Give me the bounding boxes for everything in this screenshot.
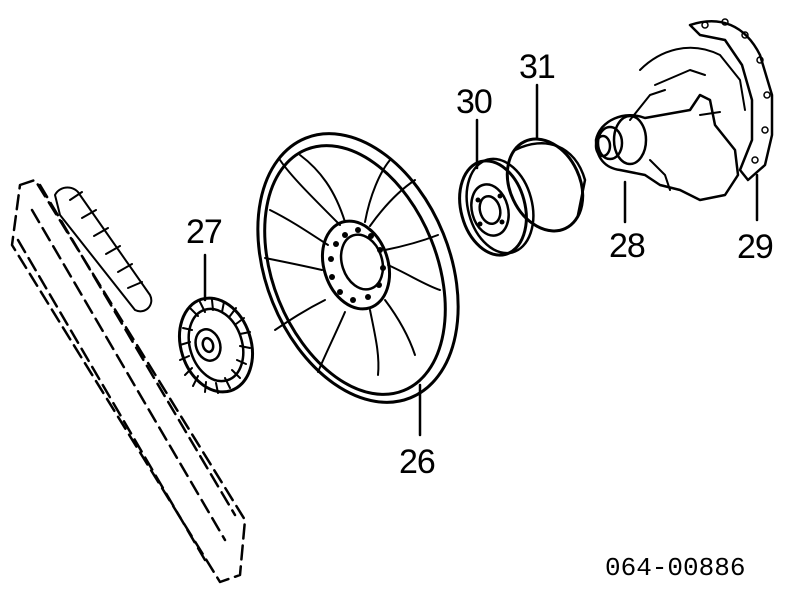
- callout-water-pump: 28: [609, 227, 645, 265]
- pump-gasket: [688, 18, 774, 182]
- callout-pump-gasket: 29: [737, 228, 773, 266]
- callout-pulley-spacer: 31: [519, 48, 555, 86]
- pulley-spacer: [505, 137, 587, 233]
- fan-clutch: [178, 296, 254, 394]
- fan-blade: [256, 132, 460, 404]
- reference-code: 064-00886: [605, 553, 745, 583]
- pulley: [458, 157, 535, 257]
- radiator-hose: [54, 186, 153, 313]
- water-pump: [594, 46, 746, 202]
- callout-pulley: 30: [456, 83, 492, 121]
- radiator-outline: [10, 178, 247, 584]
- leader-lines: [203, 83, 759, 437]
- callout-fan-blade: 26: [399, 443, 435, 481]
- callout-fan-clutch: 27: [186, 213, 222, 251]
